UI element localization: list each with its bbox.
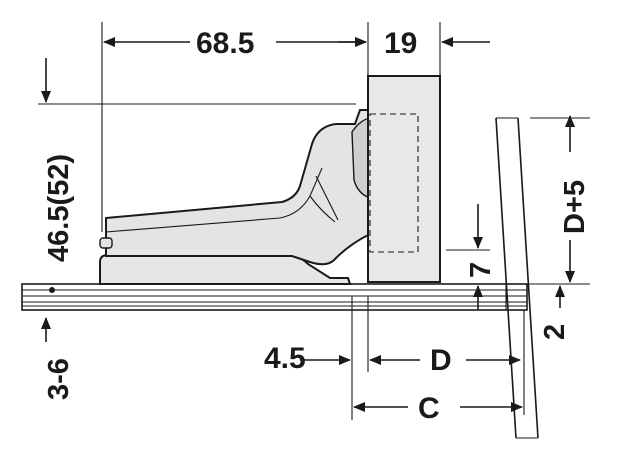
dim-mounting-height: 46.5(52) [43,154,75,262]
dim-panel-thickness: 3-6 [43,358,75,400]
dim-door-thickness: 19 [384,27,417,60]
dim-drill-depth: 7 [465,262,497,278]
hinge-arm [99,109,371,266]
door-open-outline [495,117,539,439]
extension-lines [30,22,590,420]
hinge-cup-recess [369,113,419,253]
cabinet-panel [21,283,528,311]
dim-c: C [418,392,440,425]
dim-gap: 2 [539,324,571,340]
dim-arm-length: 68.5 [196,27,254,60]
door-panel [367,75,441,283]
dim-plate-distance: 4.5 [264,342,306,375]
dim-door-offset: D+5 [559,180,591,234]
dim-d: D [430,344,452,377]
pivot-dot [49,287,55,293]
dimension-lines [41,37,575,412]
